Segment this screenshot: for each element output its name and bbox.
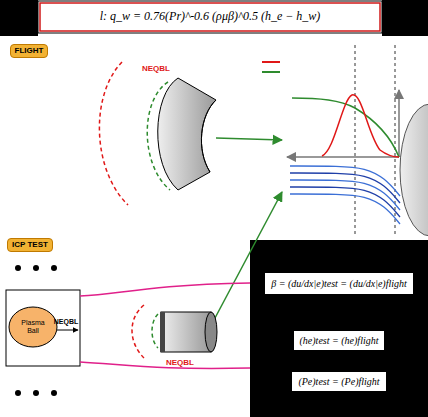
banner-frame — [38, 1, 382, 33]
test-specimen — [152, 314, 158, 348]
profile-plot — [292, 98, 399, 157]
torch — [6, 290, 80, 366]
plasma-plume — [80, 283, 250, 368]
profile-plot — [322, 95, 399, 157]
equation-box: β = (du/dx|e)test = (du/dx|e)flight — [264, 272, 414, 295]
flight-body — [201, 100, 216, 172]
legend-lines — [262, 61, 280, 63]
legend-lines — [262, 62, 280, 72]
test-specimen — [161, 312, 211, 352]
node-text: l: q_w = 0.76(Pr)^-0.6 (ρμβ)^0.5 (h_e − … — [100, 10, 321, 23]
dark-ground — [250, 240, 428, 417]
flight-body — [99, 62, 216, 205]
dark-ground — [0, 0, 38, 36]
boundary-layer-line — [290, 194, 400, 224]
green-arrows — [215, 192, 282, 318]
node-text: Plasma Ball — [16, 319, 50, 334]
region-label: NEQBL — [142, 64, 170, 73]
label-text: NEQBL — [142, 64, 170, 73]
torch — [9, 307, 57, 347]
torch — [51, 390, 57, 396]
section-badge: ICP TEST — [7, 238, 53, 253]
node-text: FLIGHT — [15, 47, 44, 56]
profile-plot — [398, 90, 400, 157]
profile-plot — [395, 45, 396, 235]
region-label: NEQBL — [54, 318, 79, 325]
test-specimen — [132, 305, 144, 358]
profile-plot — [287, 45, 428, 236]
banner-frame — [38, 1, 382, 33]
plasma-label: Plasma Ball — [16, 319, 50, 334]
test-specimen — [160, 312, 165, 352]
node-text: (Pe)test = (Pe)flight — [298, 376, 379, 387]
profile-plot — [290, 166, 400, 224]
region-label: NEQBL — [166, 358, 194, 367]
torch — [51, 265, 57, 271]
equation-box: (he)test = (he)flight — [293, 330, 386, 351]
boundary-layer-line — [290, 187, 400, 217]
section-badge: FLIGHT — [10, 44, 49, 59]
torch — [6, 265, 80, 396]
torch — [33, 390, 39, 396]
equation-box: (Pe)test = (Pe)flight — [291, 371, 386, 392]
formula-banner: l: q_w = 0.76(Pr)^-0.6 (ρμβ)^0.5 (h_e − … — [96, 8, 325, 25]
test-specimen — [205, 312, 217, 352]
plasma-plume — [80, 362, 250, 368]
torch — [33, 265, 39, 271]
banner-frame — [40, 3, 380, 31]
green-arrows — [216, 138, 282, 140]
node-text: β = (du/dx|e)test = (du/dx|e)flight — [271, 278, 407, 289]
label-text: NEQBL — [166, 358, 194, 367]
node-text: (he)test = (he)flight — [300, 335, 379, 346]
plasma-plume — [80, 283, 250, 296]
flight-body — [99, 62, 128, 205]
test-specimen — [132, 305, 217, 358]
label-text: NEQBL — [54, 318, 79, 325]
dark-ground — [382, 0, 428, 36]
node-text: ICP TEST — [12, 241, 48, 250]
profile-plot — [355, 45, 356, 235]
profile-plot — [287, 156, 399, 158]
legend-lines — [262, 71, 280, 73]
torch — [15, 390, 21, 396]
torch — [15, 265, 21, 271]
flight-body — [158, 78, 216, 190]
torch — [57, 330, 78, 331]
profile-plot — [400, 104, 428, 236]
